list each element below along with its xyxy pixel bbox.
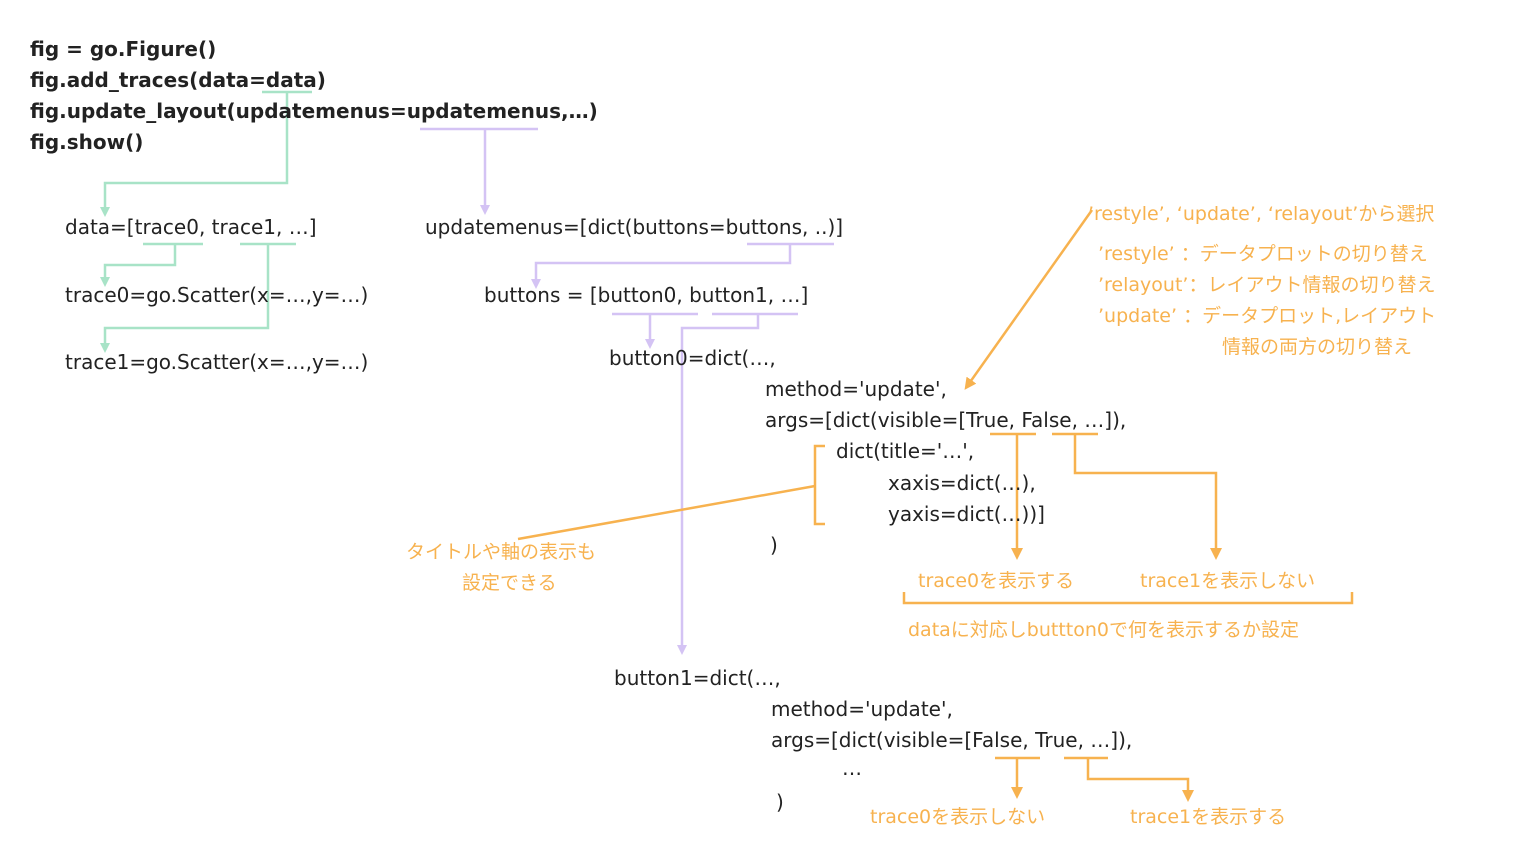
code-button0-line: button0=dict(…, — [609, 346, 776, 370]
green-connectors — [100, 90, 312, 353]
code-trace0-line: trace0=go.Scatter(x=…,y=…) — [65, 283, 369, 307]
code-button0-args: args=[dict(visible=[True, False, …]), — [765, 408, 1127, 432]
note-update-1: ’update’ ：データプロット,レイアウト — [1098, 305, 1437, 327]
note-b0-trace1: trace1を表示しない — [1140, 570, 1316, 592]
code-button0-yaxis: yaxis=dict(…))] — [888, 502, 1045, 526]
note-method-title: ’restyle’, ‘update’, ‘relayout’から選択 — [1088, 203, 1435, 225]
code-show-line: fig.show() — [30, 130, 144, 154]
code-button1-line: button1=dict(…, — [614, 666, 781, 690]
code-button0-close: ) — [770, 533, 778, 557]
code-button0-xaxis: xaxis=dict(…), — [888, 471, 1036, 495]
code-button1-close: ) — [776, 790, 784, 814]
code-figure-line: fig = go.Figure() — [30, 37, 217, 61]
note-b0-trace0: trace0を表示する — [918, 570, 1075, 592]
code-button1-ellipsis: … — [842, 756, 862, 780]
code-add-traces-line: fig.add_traces(data=data) — [30, 68, 326, 92]
code-buttons-line: buttons = [button0, button1, …] — [484, 283, 809, 307]
note-b1-trace1: trace1を表示する — [1130, 806, 1287, 828]
code-button0-method: method='update', — [765, 377, 947, 401]
note-update-2: 情報の両方の切り替え — [1222, 336, 1413, 358]
code-updatemenus-line: updatemenus=[dict(buttons=buttons, ..)] — [425, 215, 844, 239]
purple-connectors — [420, 127, 834, 655]
code-data-line: data=[trace0, trace1, …] — [65, 215, 317, 239]
note-b1-trace0: trace0を表示しない — [870, 806, 1046, 828]
code-button1-args: args=[dict(visible=[False, True, …]), — [771, 728, 1133, 752]
orange-connectors — [517, 209, 1354, 802]
note-relayout: ’relayout’：レイアウト情報の切り替え — [1098, 274, 1436, 296]
note-title-axis-1: タイトルや軸の表示も — [406, 541, 597, 563]
code-trace1-line: trace1=go.Scatter(x=…,y=…) — [65, 350, 369, 374]
code-button1-method: method='update', — [771, 697, 953, 721]
note-title-axis-2: 設定できる — [462, 572, 557, 594]
note-b0-summary: dataに対応しbuttton0で何を表示するか設定 — [908, 619, 1300, 641]
code-button0-title: dict(title='…', — [836, 439, 975, 463]
code-update-layout-line: fig.update_layout(updatemenus=updatemenu… — [30, 99, 598, 123]
note-restyle: ’restyle’ ：データプロットの切り替え — [1098, 243, 1428, 265]
